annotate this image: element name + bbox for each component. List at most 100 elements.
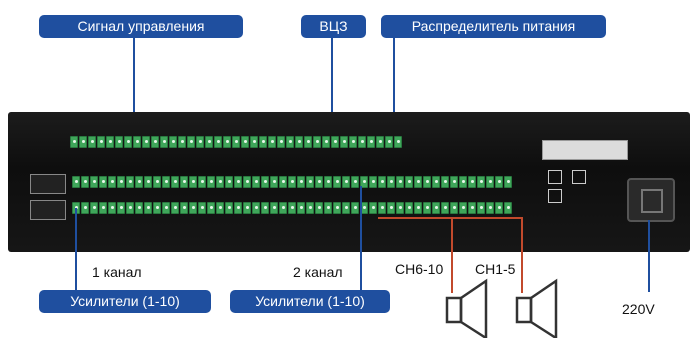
terminal bbox=[277, 136, 285, 148]
terminal bbox=[207, 202, 215, 214]
terminal bbox=[297, 202, 305, 214]
terminal bbox=[315, 202, 323, 214]
terminal bbox=[133, 136, 141, 148]
terminal bbox=[486, 176, 494, 188]
terminal bbox=[126, 176, 134, 188]
terminal bbox=[495, 176, 503, 188]
terminal bbox=[297, 176, 305, 188]
terminal bbox=[432, 202, 440, 214]
terminal bbox=[313, 136, 321, 148]
terminal bbox=[367, 136, 375, 148]
terminal bbox=[324, 202, 332, 214]
control-signal-line bbox=[133, 38, 135, 142]
top-terminal-strip bbox=[70, 136, 402, 148]
terminal bbox=[189, 176, 197, 188]
terminal bbox=[171, 202, 179, 214]
terminal bbox=[144, 202, 152, 214]
terminal bbox=[106, 136, 114, 148]
terminal bbox=[387, 176, 395, 188]
amplifiers-1-label: Усилители (1-10) bbox=[39, 290, 211, 313]
terminal bbox=[459, 202, 467, 214]
speaker-wire-horizontal bbox=[378, 217, 523, 219]
terminal bbox=[340, 136, 348, 148]
power-line bbox=[648, 220, 650, 292]
power-distributor-line bbox=[393, 38, 395, 142]
terminal bbox=[268, 136, 276, 148]
terminal bbox=[90, 176, 98, 188]
terminal bbox=[252, 202, 260, 214]
terminal bbox=[205, 136, 213, 148]
vcz-label: ВЦЗ bbox=[301, 15, 366, 38]
terminal bbox=[279, 202, 287, 214]
terminal bbox=[142, 136, 150, 148]
terminal bbox=[79, 136, 87, 148]
terminal bbox=[322, 136, 330, 148]
terminal bbox=[234, 176, 242, 188]
terminal bbox=[198, 202, 206, 214]
terminal bbox=[126, 202, 134, 214]
terminal bbox=[270, 176, 278, 188]
amp-terminal-strip-1 bbox=[72, 176, 512, 188]
terminal bbox=[117, 202, 125, 214]
ch-6-10-label: CH6-10 bbox=[395, 261, 444, 277]
terminal bbox=[108, 202, 116, 214]
terminal bbox=[216, 176, 224, 188]
terminal bbox=[241, 136, 249, 148]
power-socket bbox=[627, 178, 675, 222]
terminal bbox=[396, 176, 404, 188]
terminal bbox=[162, 176, 170, 188]
terminal bbox=[144, 176, 152, 188]
power-distributor-label: Распределитель питания bbox=[381, 15, 606, 38]
terminal bbox=[351, 176, 359, 188]
speaker-icon bbox=[515, 278, 558, 338]
terminal bbox=[396, 202, 404, 214]
terminal bbox=[250, 136, 258, 148]
terminal bbox=[477, 202, 485, 214]
terminal bbox=[270, 202, 278, 214]
terminal bbox=[468, 176, 476, 188]
terminal bbox=[477, 176, 485, 188]
terminal bbox=[178, 136, 186, 148]
terminal bbox=[160, 136, 168, 148]
terminal bbox=[378, 176, 386, 188]
terminal bbox=[432, 176, 440, 188]
terminal bbox=[387, 202, 395, 214]
terminal bbox=[468, 202, 476, 214]
speaker-wire-ch6-10 bbox=[451, 218, 453, 293]
terminal bbox=[459, 176, 467, 188]
terminal bbox=[423, 176, 431, 188]
terminal bbox=[196, 136, 204, 148]
amp-terminal-strip-2 bbox=[72, 202, 512, 214]
terminal bbox=[342, 176, 350, 188]
terminal bbox=[504, 202, 512, 214]
terminal bbox=[414, 202, 422, 214]
terminal bbox=[405, 176, 413, 188]
terminal bbox=[261, 202, 269, 214]
terminal bbox=[153, 176, 161, 188]
terminal bbox=[349, 136, 357, 148]
terminal bbox=[360, 176, 368, 188]
terminal bbox=[223, 136, 231, 148]
terminal bbox=[108, 176, 116, 188]
terminal bbox=[376, 136, 384, 148]
terminal bbox=[504, 176, 512, 188]
terminal bbox=[414, 176, 422, 188]
terminal bbox=[331, 136, 339, 148]
channel-2-label: 2 канал bbox=[293, 264, 343, 280]
terminal bbox=[225, 202, 233, 214]
terminal bbox=[162, 202, 170, 214]
terminal bbox=[342, 202, 350, 214]
terminal bbox=[306, 202, 314, 214]
terminal bbox=[304, 136, 312, 148]
terminal bbox=[315, 176, 323, 188]
terminal bbox=[243, 176, 251, 188]
terminal bbox=[486, 202, 494, 214]
terminal bbox=[171, 176, 179, 188]
terminal bbox=[358, 136, 366, 148]
terminal bbox=[198, 176, 206, 188]
vcz-line bbox=[331, 38, 333, 142]
control-signal-label: Сигнал управления bbox=[39, 15, 243, 38]
speaker-wire-ch1-5 bbox=[521, 218, 523, 293]
certification-marks bbox=[548, 170, 608, 203]
terminal bbox=[288, 202, 296, 214]
